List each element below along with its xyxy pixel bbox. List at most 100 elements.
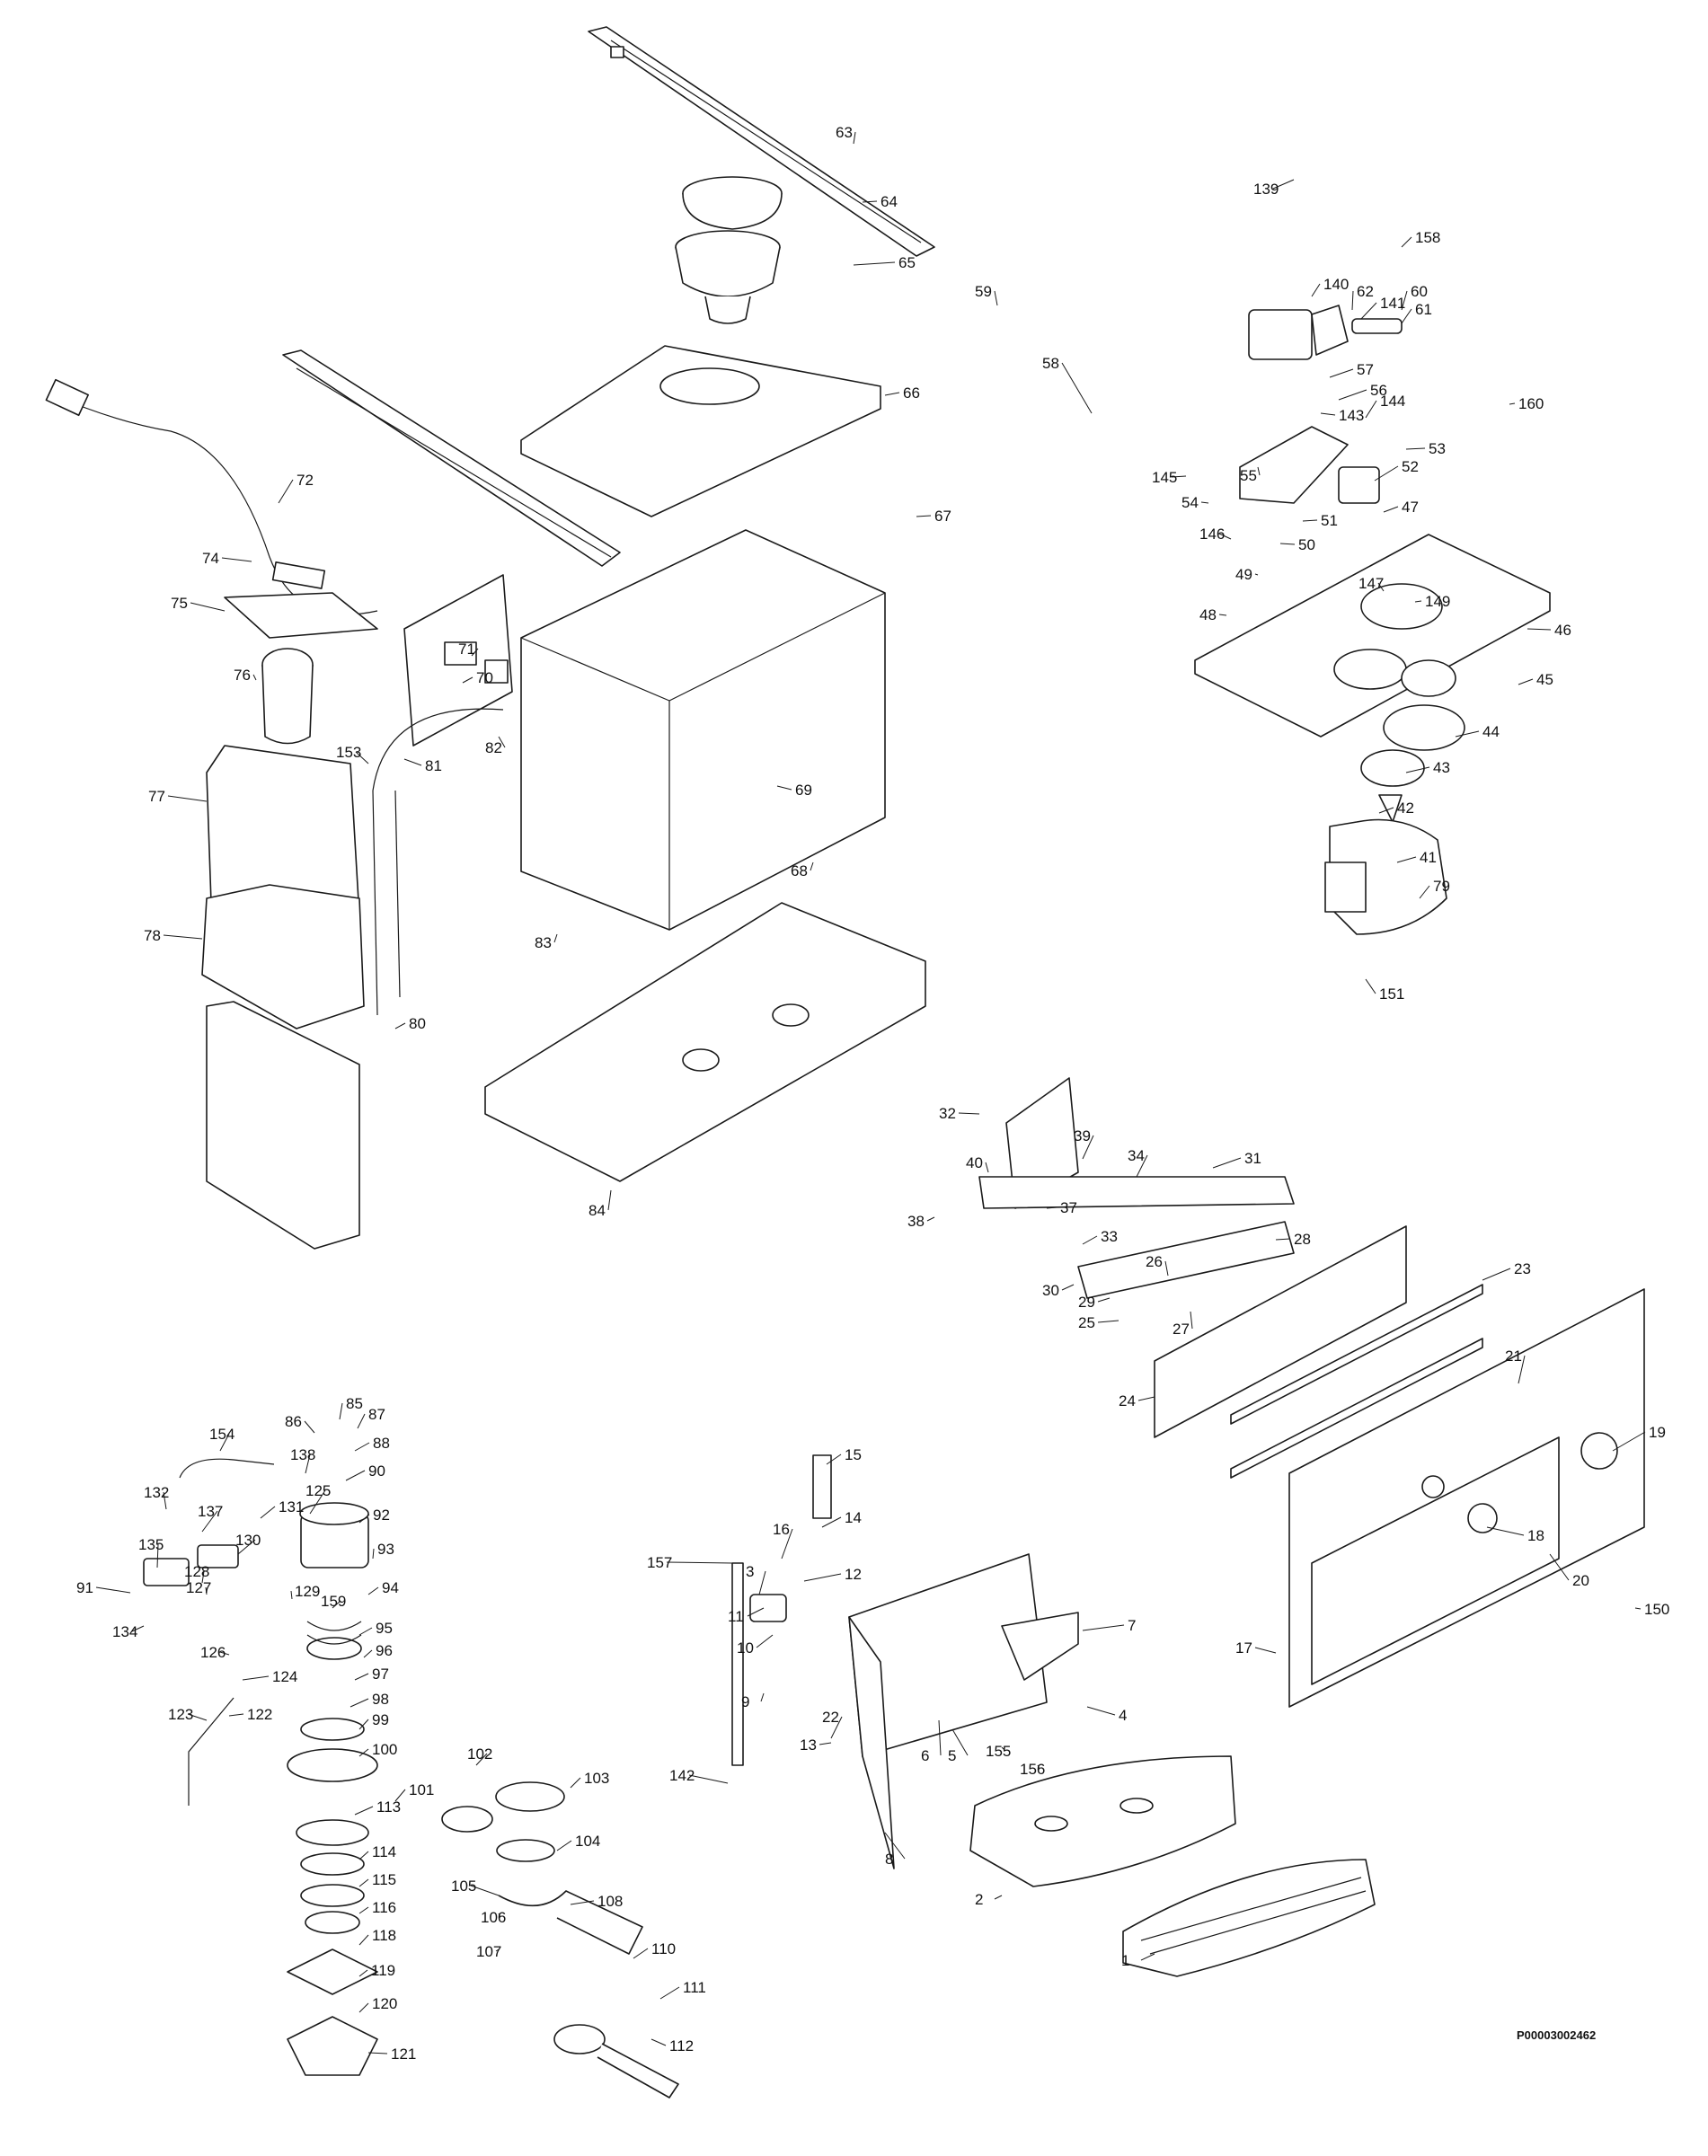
leader-line-160	[1509, 402, 1516, 405]
leader-line-153	[355, 751, 369, 764]
callout-label-143: 143	[1339, 407, 1364, 424]
callout-label-85: 85	[346, 1395, 363, 1412]
leader-line-8	[884, 1832, 906, 1860]
leader-line-4	[1086, 1706, 1116, 1716]
leader-line-26	[1164, 1260, 1169, 1277]
leader-line-150	[1634, 1607, 1642, 1610]
callout-label-131: 131	[279, 1498, 304, 1515]
callout-label-30: 30	[1042, 1282, 1059, 1299]
callout-label-79: 79	[1433, 878, 1450, 895]
leader-line-10	[756, 1634, 774, 1648]
callout-label-102: 102	[467, 1745, 492, 1763]
leader-line-108	[570, 1900, 595, 1905]
main-frame	[520, 529, 886, 931]
leader-line-155	[1001, 1746, 1006, 1752]
leader-line-57	[1329, 368, 1354, 378]
callout-label-59: 59	[975, 283, 992, 300]
leader-line-62	[1351, 290, 1354, 311]
leader-line-20	[1549, 1553, 1570, 1581]
callout-label-120: 120	[372, 1995, 397, 2012]
callout-label-39: 39	[1074, 1127, 1091, 1144]
callout-label-20: 20	[1572, 1572, 1589, 1589]
callout-label-123: 123	[168, 1706, 193, 1723]
leader-line-94	[367, 1586, 379, 1595]
callout-label-86: 86	[285, 1413, 302, 1430]
leader-line-39	[1082, 1135, 1094, 1160]
water-tank-lid	[224, 561, 378, 639]
callout-label-74: 74	[202, 550, 219, 567]
callout-label-155: 155	[986, 1743, 1011, 1760]
leader-line-139	[1272, 179, 1295, 190]
leader-line-105	[470, 1885, 500, 1896]
leader-line-125	[309, 1489, 326, 1515]
leader-line-141	[1360, 302, 1377, 320]
callout-label-147: 147	[1358, 575, 1384, 592]
callout-label-115: 115	[372, 1871, 396, 1888]
callout-label-122: 122	[247, 1706, 272, 1723]
callout-label-46: 46	[1554, 622, 1571, 639]
callout-label-88: 88	[373, 1435, 390, 1452]
callout-label-112: 112	[669, 2037, 694, 2054]
water-tubes	[372, 708, 504, 1016]
callout-label-56: 56	[1370, 382, 1387, 399]
callout-label-45: 45	[1536, 671, 1553, 688]
callout-label-15: 15	[845, 1446, 862, 1463]
callout-label-127: 127	[186, 1579, 211, 1596]
callout-label-68: 68	[791, 862, 808, 879]
leader-line-13	[819, 1742, 832, 1745]
leader-line-112	[650, 2038, 667, 2046]
leader-line-63	[853, 131, 856, 145]
transformer-bracket	[1239, 426, 1380, 504]
dispenser-post	[731, 1454, 832, 1766]
leader-line-59	[994, 290, 998, 306]
leader-line-33	[1082, 1235, 1098, 1245]
callout-label-160: 160	[1518, 395, 1544, 412]
leader-line-16	[781, 1528, 793, 1560]
top-cover-plate	[520, 345, 881, 517]
leader-line-19	[1612, 1431, 1646, 1452]
leader-line-42	[1378, 807, 1394, 814]
leader-line-11	[747, 1607, 765, 1617]
coffee-scoop	[553, 2024, 679, 2099]
leader-line-90	[345, 1470, 366, 1481]
leader-line-70	[462, 676, 473, 684]
leader-line-100	[358, 1748, 369, 1757]
callout-label-2: 2	[975, 1891, 983, 1908]
leader-line-99	[358, 1719, 369, 1730]
callout-label-32: 32	[939, 1105, 956, 1122]
leader-line-151	[1365, 978, 1376, 994]
leader-line-134	[131, 1625, 145, 1632]
leader-line-101	[394, 1789, 406, 1802]
leader-line-75	[190, 602, 226, 612]
pump-assembly	[1248, 305, 1403, 360]
callout-label-22: 22	[822, 1709, 839, 1726]
leader-line-74	[221, 557, 252, 562]
leader-line-31	[1212, 1157, 1242, 1169]
drip-tray-grid	[1122, 1859, 1376, 1977]
callout-label-90: 90	[368, 1462, 385, 1480]
callout-label-28: 28	[1294, 1231, 1311, 1248]
leader-line-48	[1218, 614, 1227, 616]
callout-label-50: 50	[1298, 536, 1315, 553]
callout-label-61: 61	[1415, 301, 1432, 318]
callout-label-63: 63	[836, 124, 853, 141]
callout-label-82: 82	[485, 739, 502, 756]
callout-label-103: 103	[584, 1770, 609, 1787]
leader-line-114	[358, 1851, 369, 1860]
leader-line-1	[1140, 1953, 1155, 1961]
callout-label-42: 42	[1397, 800, 1414, 817]
top-slide-rail	[588, 26, 935, 257]
callout-label-126: 126	[200, 1644, 226, 1661]
leader-line-137	[201, 1510, 218, 1533]
leader-line-23	[1482, 1268, 1511, 1281]
callout-label-134: 134	[112, 1623, 137, 1640]
leader-line-143	[1320, 412, 1336, 416]
callout-label-159: 159	[321, 1593, 346, 1610]
portafilter	[441, 1781, 643, 1955]
water-tank	[201, 745, 365, 1250]
callout-label-100: 100	[372, 1741, 397, 1758]
water-filter	[261, 648, 314, 745]
callout-label-18: 18	[1527, 1527, 1544, 1544]
front-panel-label	[1154, 1225, 1407, 1438]
callout-label-7: 7	[1128, 1617, 1136, 1634]
